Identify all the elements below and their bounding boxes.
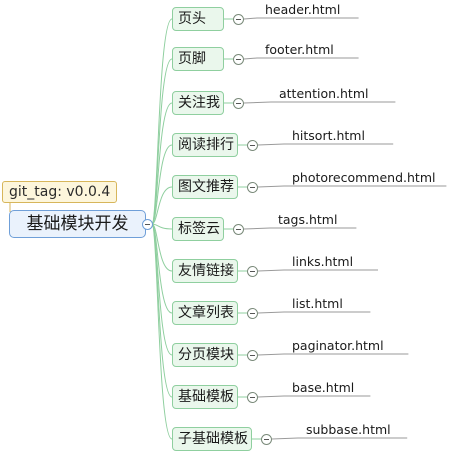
leaf-underline xyxy=(243,17,359,20)
branch-collapse-icon[interactable] xyxy=(247,392,258,403)
branch-node[interactable]: 分页模块 xyxy=(172,343,238,367)
leaf-underline xyxy=(271,437,408,440)
leaf-underline xyxy=(243,57,359,60)
branch-connector xyxy=(151,186,173,225)
branch-node[interactable]: 文章列表 xyxy=(172,301,238,325)
branch-node[interactable]: 页脚 xyxy=(172,47,224,71)
leaf-file-label[interactable]: links.html xyxy=(292,254,354,269)
leaf-underline xyxy=(257,311,371,314)
branch-collapse-icon[interactable] xyxy=(247,266,258,277)
leaf-underline xyxy=(257,185,447,188)
leaf-file-label[interactable]: photorecommend.html xyxy=(292,170,436,185)
leaf-underline xyxy=(257,269,378,272)
branch-connector xyxy=(151,223,173,230)
branch-node[interactable]: 基础模板 xyxy=(172,385,238,409)
leaf-file-label[interactable]: list.html xyxy=(292,296,343,311)
branch-collapse-icon[interactable] xyxy=(233,98,244,109)
branch-node[interactable]: 图文推荐 xyxy=(172,175,238,199)
branch-node[interactable]: 页头 xyxy=(172,7,224,31)
branch-node[interactable]: 关注我 xyxy=(172,91,224,115)
leaf-file-label[interactable]: base.html xyxy=(292,380,355,395)
branch-collapse-icon[interactable] xyxy=(247,308,258,319)
branch-node[interactable]: 子基础模板 xyxy=(172,427,252,451)
leaf-underline xyxy=(257,353,409,356)
leaf-file-label[interactable]: footer.html xyxy=(265,42,334,57)
branch-collapse-icon[interactable] xyxy=(233,14,244,25)
branch-node[interactable]: 阅读排行 xyxy=(172,133,238,157)
root-topic[interactable]: 基础模块开发 xyxy=(9,210,146,238)
leaf-underline xyxy=(243,227,357,230)
branch-collapse-icon[interactable] xyxy=(233,54,244,65)
leaf-underline xyxy=(257,395,371,398)
leaf-underline xyxy=(257,143,394,146)
leaf-file-label[interactable]: subbase.html xyxy=(306,422,391,437)
branch-collapse-icon[interactable] xyxy=(261,434,272,445)
branch-node[interactable]: 标签云 xyxy=(172,217,224,241)
branch-connector xyxy=(151,223,173,440)
leaf-file-label[interactable]: paginator.html xyxy=(292,338,384,353)
branch-collapse-icon[interactable] xyxy=(247,140,258,151)
branch-collapse-icon[interactable] xyxy=(233,224,244,235)
branch-collapse-icon[interactable] xyxy=(247,350,258,361)
leaf-file-label[interactable]: hitsort.html xyxy=(292,128,365,143)
leaf-file-label[interactable]: tags.html xyxy=(278,212,338,227)
leaf-underline xyxy=(243,101,396,104)
branch-connector xyxy=(151,18,173,225)
leaf-file-label[interactable]: attention.html xyxy=(279,86,369,101)
leaf-file-label[interactable]: header.html xyxy=(265,2,341,17)
root-collapse-icon[interactable] xyxy=(142,219,153,230)
branch-collapse-icon[interactable] xyxy=(247,182,258,193)
git-tag-label: git_tag: v0.0.4 xyxy=(2,181,118,203)
branch-node[interactable]: 友情链接 xyxy=(172,259,238,283)
